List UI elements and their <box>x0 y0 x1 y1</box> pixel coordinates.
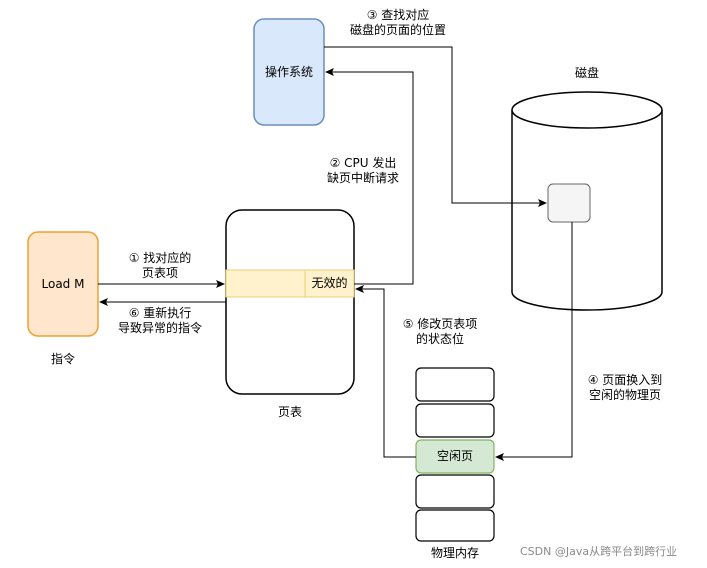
step-2-line-1: ② CPU 发出 <box>329 156 397 170</box>
os-box <box>253 18 325 126</box>
step-1-line-2: 页表项 <box>141 266 178 280</box>
step-5-line-1: ⑤ 修改页表项 <box>402 317 478 331</box>
arrow-step-3 <box>324 46 547 207</box>
page-table-entry <box>225 269 306 298</box>
free-page-label: 空闲页 <box>436 449 473 463</box>
memory-slot <box>415 474 495 509</box>
step-3-line-2: 磁盘的页面的位置 <box>349 23 446 37</box>
step-6-label: ⑥ 重新执行 导致异常的指令 <box>100 306 220 336</box>
step-6-line-2: 导致异常的指令 <box>117 321 202 335</box>
arrow-step-4 <box>495 222 573 461</box>
step-4-line-2: 空闲的物理页 <box>588 388 661 402</box>
step-5-label: ⑤ 修改页表项 的状态位 <box>390 317 490 347</box>
memory-caption: 物理内存 <box>430 546 479 560</box>
invalid-entry-label: 无效的 <box>311 276 348 290</box>
step-1-label: ① 找对应的 页表项 <box>110 251 210 281</box>
step-5-line-2: 的状态位 <box>415 332 464 346</box>
memory-slot <box>415 403 495 438</box>
step-2-label: ② CPU 发出 缺页中断请求 <box>315 156 411 186</box>
instruction-box-label: Load M <box>41 277 85 291</box>
step-1-line-1: ① 找对应的 <box>128 251 192 265</box>
step-2-line-2: 缺页中断请求 <box>326 171 399 185</box>
disk-page-block <box>547 183 591 223</box>
step-4-label: ④ 页面换入到 空闲的物理页 <box>570 373 680 403</box>
step-4-line-1: ④ 页面换入到 <box>587 373 663 387</box>
os-box-label: 操作系统 <box>264 65 313 79</box>
memory-slot <box>415 367 495 402</box>
page-table-caption: 页表 <box>277 405 302 419</box>
step-3-line-1: ③ 查找对应 <box>366 8 430 22</box>
step-6-line-1: ⑥ 重新执行 <box>128 306 192 320</box>
instruction-caption: 指令 <box>50 352 75 366</box>
step-3-label: ③ 查找对应 磁盘的页面的位置 <box>333 8 463 38</box>
watermark: CSDN @Java从跨平台到跨行业 <box>520 545 678 558</box>
arrow-step-2 <box>325 68 414 285</box>
disk-caption: 磁盘 <box>574 66 599 80</box>
disk-top <box>511 91 663 129</box>
page-table-entry-invalid <box>304 269 355 298</box>
arrow-step-5 <box>355 285 416 458</box>
memory-slot <box>415 509 495 542</box>
page-table-box <box>225 209 355 395</box>
